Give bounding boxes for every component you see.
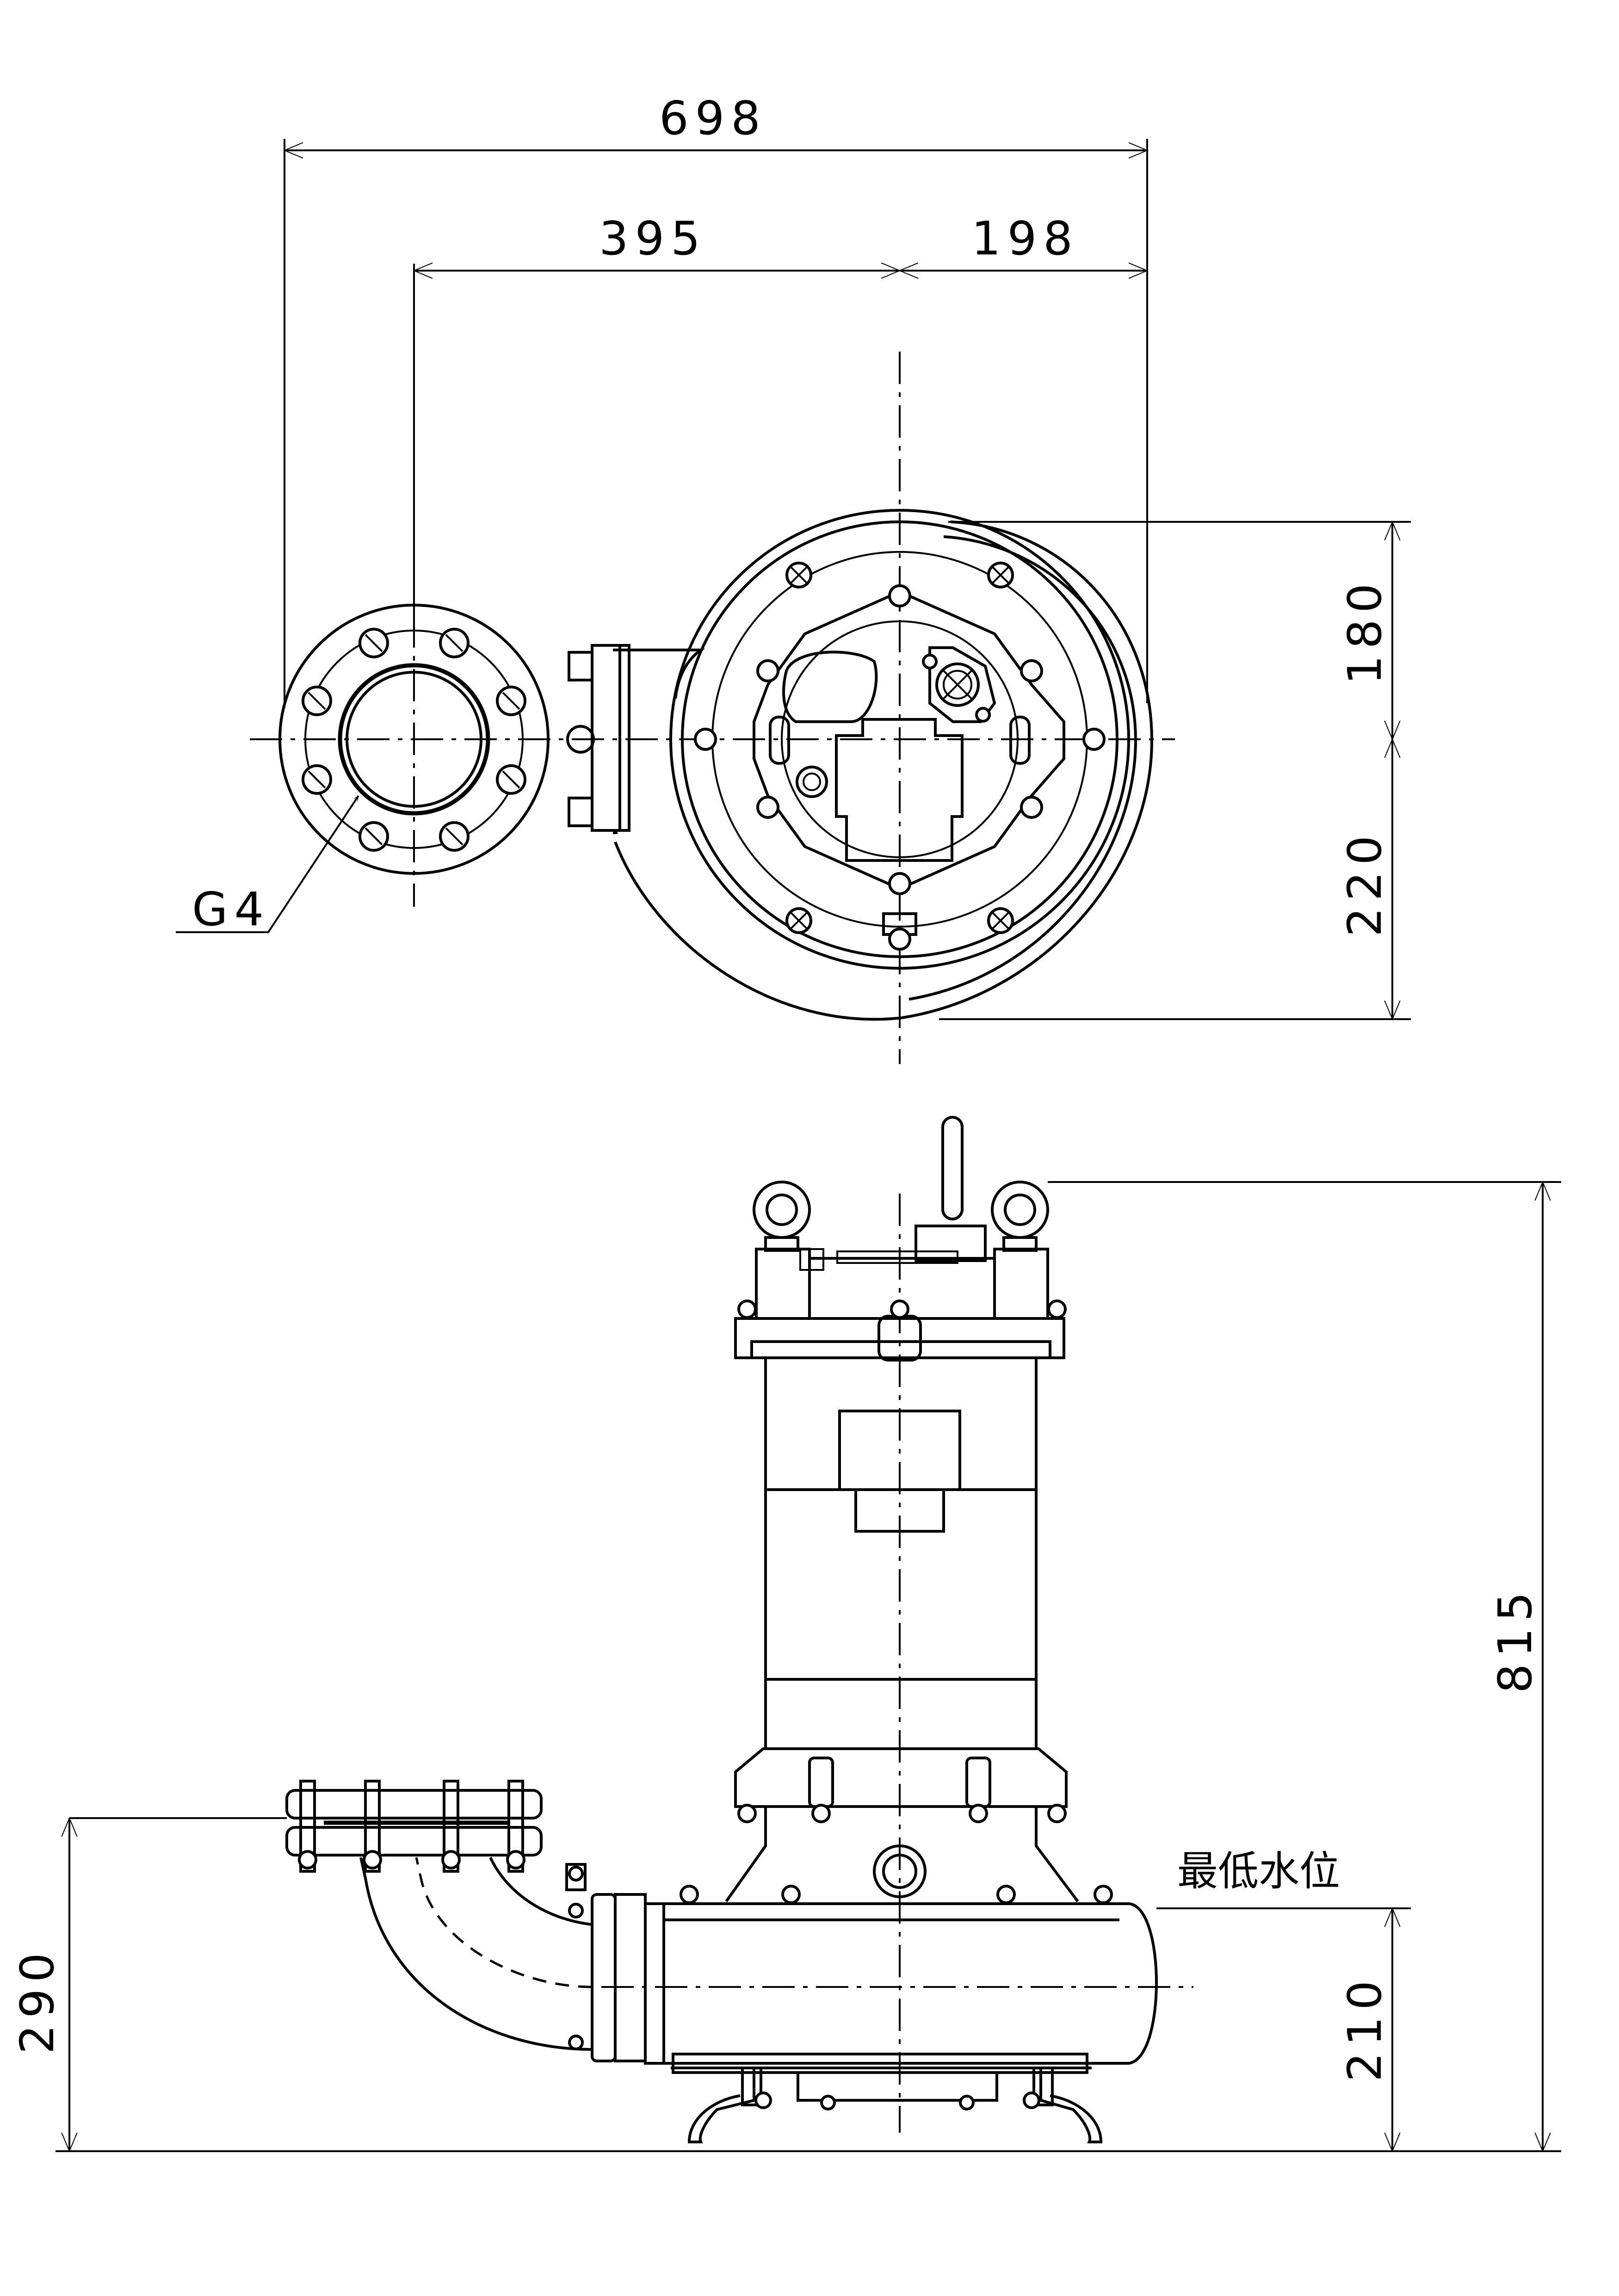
discharge-elbow [285,1780,647,2062]
dim-center-to-right: 198 [971,211,1079,266]
elevation-view: 最低水位 815 210 290 [10,1116,1561,2153]
dim-lower-half: 220 [1338,829,1392,937]
motor-body [734,1358,1068,1823]
discharge-flange [278,604,550,875]
dim-discharge-height: 290 [10,1946,64,2054]
dim-upper-half: 180 [1338,577,1392,685]
elevation-dimensions: 815 210 290 [10,1181,1561,2153]
flange-label: G4 [192,882,270,936]
motor-top-cover [734,1225,1067,1362]
plan-view: G4 698 395 198 180 220 [176,91,1411,1064]
lifting-eyes [753,1116,1049,1252]
dim-discharge-to-center: 395 [599,211,707,266]
pump-stand [687,2067,1103,2143]
discharge-neck [566,644,705,834]
volute-casing [614,509,1154,1021]
min-water-level-marker: 最低水位 [1156,1847,1411,1909]
dim-min-water-level: 210 [1338,1974,1392,2082]
pump-casing [601,1807,1193,2074]
dim-overall-height: 815 [1488,1585,1542,1693]
min-water-level-label: 最低水位 [1177,1847,1340,1895]
flange-label-leader: G4 [176,796,359,936]
dim-overall-width: 698 [659,91,767,145]
flange-bolts [302,628,526,852]
plan-dimensions: 698 395 198 180 220 [283,91,1411,1021]
